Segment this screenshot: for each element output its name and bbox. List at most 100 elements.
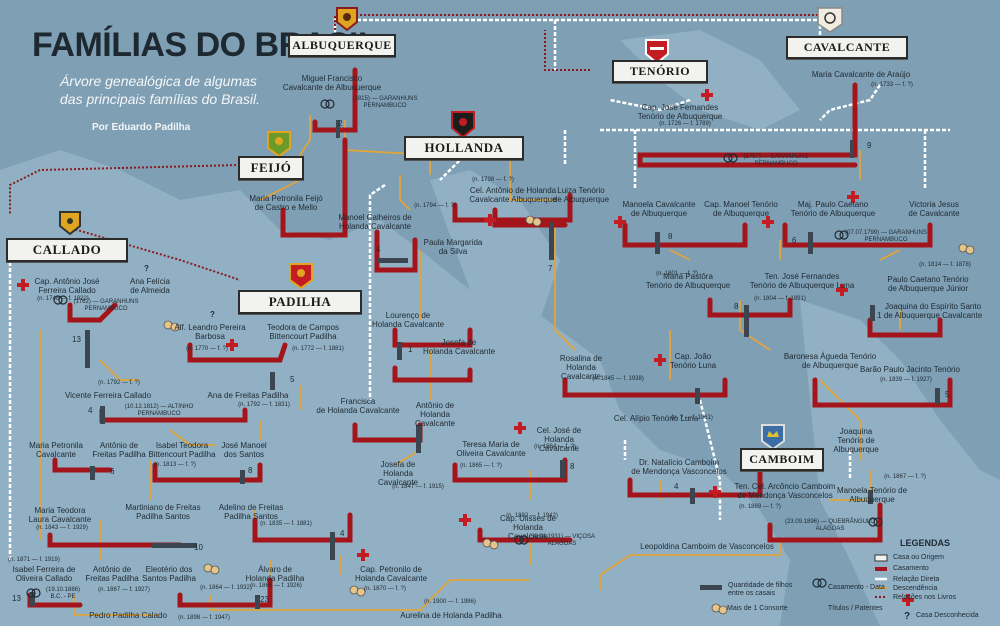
person-label: Ten. Cel. Arcôncio Camboim de Mendonça V… [734,482,836,500]
person-label: José Manoel dos Santos [221,441,267,459]
children-count: 8 [734,302,739,311]
marriage-ring-icons [26,99,883,598]
person-label: Miguel Francisco Cavalcante de Albuquerq… [282,74,382,92]
date-label: (n. 1748 — f. 1822) [37,296,89,302]
person-label: Cap. Manoel Tenório de Albuquerque [704,200,778,218]
house-camboim[interactable]: CAMBOIM [740,448,824,471]
date-label: (n. 1839 — f. 1927) [880,377,932,383]
children-count: 4 [376,245,381,254]
date-label: (n. 1871 — f. 1919) [8,557,60,563]
date-label: (n. 1870 — f. ?) [364,586,406,592]
person-label: Manoela Cavalcante de Albuquerque [622,200,696,218]
person-label: Adelino de Freitas Padilha Santos [218,503,284,521]
subtitle: Árvore genealógica de algumas das princi… [60,72,260,108]
unknown-marker: ? [144,264,149,273]
book-relations [9,14,820,281]
date-label: (n. ? — f. 1961) [671,415,713,421]
date-label: (n. 1898 — f. 1947) [178,615,230,621]
person-label: Vicente Ferreira Callado [64,391,152,400]
children-count: 8 [570,462,575,471]
house-albuquerque[interactable]: ALBUQUERQUE [288,34,396,57]
children-count: 23 [260,595,269,604]
date-label: (n. 1814 — f. 1878) [919,262,971,268]
crest-feijo [267,131,291,158]
children-count: 2 [338,119,343,128]
legend-unknown: Casa Desconhecida [916,612,979,619]
children-count: 8 [668,232,673,241]
person-label: Teodora de Campos Bittencourt Padilha [266,323,340,341]
children-count: 8 [248,466,253,475]
legend-item: Casa ou Origem [893,554,944,561]
date-label: (n. 1792 — f. 1831) [238,402,290,408]
children-count: 6 [110,467,115,476]
date-label: (n. 1770 — f. ?) [186,346,228,352]
date-label: (n. 1843 — f. 1929) [36,525,88,531]
person-label: Ten. José Fernandes Tenório de Albuquerq… [749,272,855,290]
house-callado[interactable]: CALLADO [6,238,128,262]
crest-albuquerque [336,7,358,32]
person-label: Rosalina de Holanda Cavalcante [559,354,603,381]
date-label: (1757) — GARANHUNS PERNAMBUCO [743,154,809,167]
person-label: Maria Petronila Feijó de Castro e Mello [249,194,323,212]
date-label: (n. 1865 — f. ?) [460,463,502,469]
house-padilha[interactable]: PADILHA [238,290,362,314]
children-count: 6 [792,236,797,245]
children-count: 4 [674,482,679,491]
person-label: Victoria Jesus de Cavalcante [908,200,960,218]
children-count: 10 [194,543,203,552]
legend-children-qty: Quantidade de filhos entre os casais [728,582,793,597]
date-label: (n. 1733 — f. ?) [871,82,913,88]
house-tenorio[interactable]: TENÓRIO [612,60,708,83]
date-label: (07.07.1799) — GARANHUNS PERNAMBUCO [845,230,927,243]
person-label: Paula Margarida da Silva [423,238,483,256]
date-label: (10.12.1812) — ALTINHO PERNAMBUCO [124,404,194,417]
date-label: (n. 1882 — f. 1942) [506,513,558,519]
person-label: Maj. Paulo Caetano Tenório de Albuquerqu… [790,200,876,218]
legend-panel: ? [700,554,910,622]
crest-camboim [761,424,785,451]
title-cross-icons [17,89,914,606]
author-credit: Por Eduardo Padilha [92,122,191,133]
house-hollanda[interactable]: HOLLANDA [404,136,524,160]
person-label: Dr. Natalício Camboim de Mendonça Vascon… [631,458,727,476]
person-label: Cap. José Fernandes Tenório de Albuquerq… [637,103,723,121]
date-label: (n. 1869 — f. ?) [739,504,781,510]
person-label: Álvaro de Holanda Padilha [245,565,305,583]
person-label: Maria Teodora Laura Cavalcante [28,506,92,524]
person-label: Antônio de Freitas Padilha [92,441,146,459]
svg-text:?: ? [904,611,910,622]
date-label: (n. 1864 — f. 1932) [200,585,252,591]
date-label: (n. 1867 — f. 1927) [98,587,150,593]
person-label: Leopoldina Camboim de Vasconcelos [640,542,774,551]
house-feijo[interactable]: FEIJÓ [238,156,304,180]
person-label: Ana de Freitas Padilha [207,391,289,400]
person-label: Maria Cavalcante de Araújo [811,70,911,79]
date-label: (n. 1804 — f. 1891) [754,296,806,302]
date-label: (n. 1794 — f. ?) [414,203,456,209]
person-label: Manoela Tenório de Albuquerque [836,486,908,504]
legend-heading: LEGENDAS [900,538,951,548]
date-label: (n. 1847 — f. 1915) [392,484,444,490]
date-label: (n. 1726 — f. 1789) [659,121,711,127]
person-label: Cel. José de Holanda Cavalcante [536,426,582,453]
legend-marriage-date: Casamento - Data [828,584,885,591]
children-count: 1 [877,311,882,320]
person-label: Eleotério dos Santos Padilha [142,565,196,583]
person-label: Maria Petronila Cavalcante [29,441,83,459]
children-bars [30,120,940,609]
person-label: Joaquina Tenório de Albuquerque [833,427,879,454]
person-label: Cel. Alípio Tenório Luna [613,414,699,423]
children-count: 5 [945,390,950,399]
date-label: (n. 1772 — f. 1881) [292,346,344,352]
person-label: Isabel Ferreira de Oliveira Callado [12,565,76,583]
person-label: Maria Pastôra Tenório de Albuquerque [645,272,731,290]
person-label: Cap. Ulisses de Holanda Cavalcante [499,514,557,541]
person-label: Luiza Tenório de Albuquerque [552,186,610,204]
map-landmass [0,30,1000,626]
date-label: (n. 1864 — f. ?) [534,444,576,450]
legend-item: Relações nos Livros [893,594,957,601]
house-cavalcante[interactable]: CAVALCANTE [786,36,908,59]
children-count: 1 [408,345,413,354]
children-count: 4 [88,406,93,415]
